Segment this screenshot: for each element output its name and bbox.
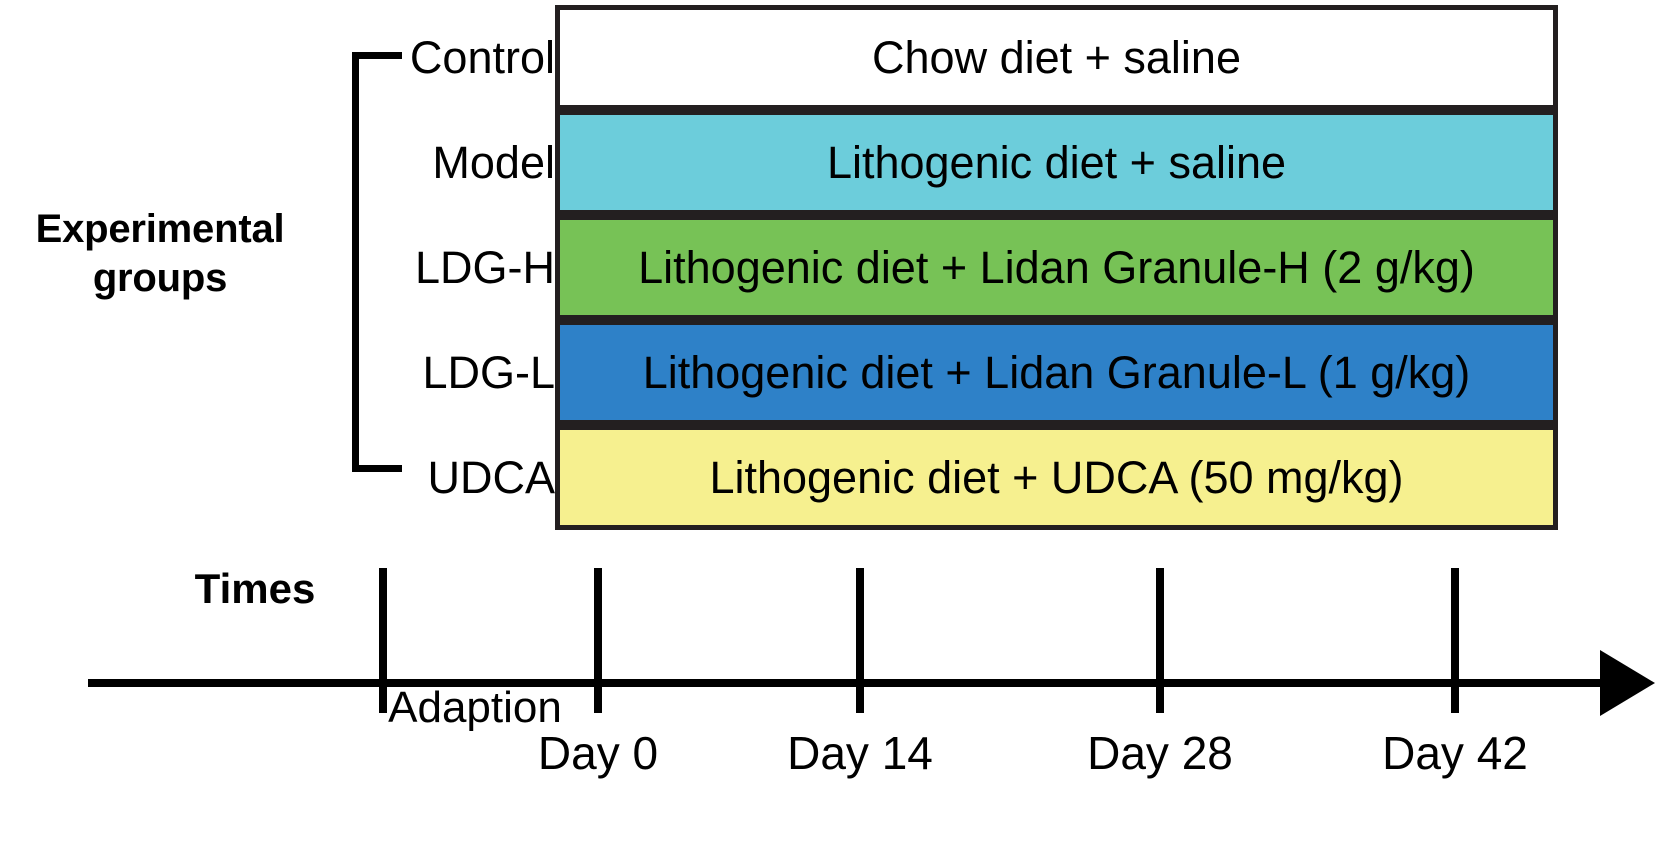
- group-label-ldg-h: LDG-H: [414, 242, 555, 293]
- group-row-udca: UDCA Lithogenic diet + UDCA (50 mg/kg): [0, 425, 1677, 530]
- timeline-tick-day-0: [594, 568, 602, 713]
- group-row-ldg-h: LDG-H Lithogenic diet + Lidan Granule-H …: [0, 215, 1677, 320]
- timeline-tick-adaption-start: [379, 568, 387, 713]
- timeline-label-day-0: Day 0: [537, 727, 659, 779]
- timeline-arrow-icon: [1600, 650, 1655, 716]
- group-row-control: Control Chow diet + saline: [0, 5, 1677, 110]
- group-label-control: Control: [409, 32, 555, 83]
- timeline-label-day-28: Day 28: [1087, 727, 1233, 779]
- timeline-tick-day-28: [1156, 568, 1164, 713]
- group-bracket: [352, 52, 404, 472]
- group-label-udca: UDCA: [427, 452, 555, 503]
- group-row-ldg-l: LDG-L Lithogenic diet + Lidan Granule-L …: [0, 320, 1677, 425]
- experimental-groups-label-line2: groups: [92, 255, 228, 300]
- timeline-label-day-14: Day 14: [787, 727, 933, 779]
- adaption-period-label: Adaption: [388, 683, 562, 732]
- group-bar-ldg-h: Lithogenic diet + Lidan Granule-H (2 g/k…: [555, 215, 1558, 320]
- group-bar-udca: Lithogenic diet + UDCA (50 mg/kg): [555, 425, 1558, 530]
- bracket-bottom-stub: [352, 465, 402, 472]
- group-label-model: Model: [432, 137, 555, 188]
- times-axis-label: Times: [194, 565, 316, 612]
- group-bar-model: Lithogenic diet + saline: [555, 110, 1558, 215]
- bracket-top-stub: [352, 52, 402, 59]
- bracket-vertical-bar: [352, 52, 359, 472]
- group-bar-ldg-l: Lithogenic diet + Lidan Granule-L (1 g/k…: [555, 320, 1558, 425]
- timeline-label-day-42: Day 42: [1382, 727, 1528, 779]
- timeline-tick-day-42: [1451, 568, 1459, 713]
- experimental-groups-label-line1: Experimental: [35, 207, 285, 251]
- timeline-tick-day-14: [856, 568, 864, 713]
- group-label-ldg-l: LDG-L: [422, 347, 555, 398]
- group-bar-control: Chow diet + saline: [555, 5, 1558, 110]
- group-row-model: Model Lithogenic diet + saline: [0, 110, 1677, 215]
- experimental-groups-label: Experimental groups: [0, 205, 320, 303]
